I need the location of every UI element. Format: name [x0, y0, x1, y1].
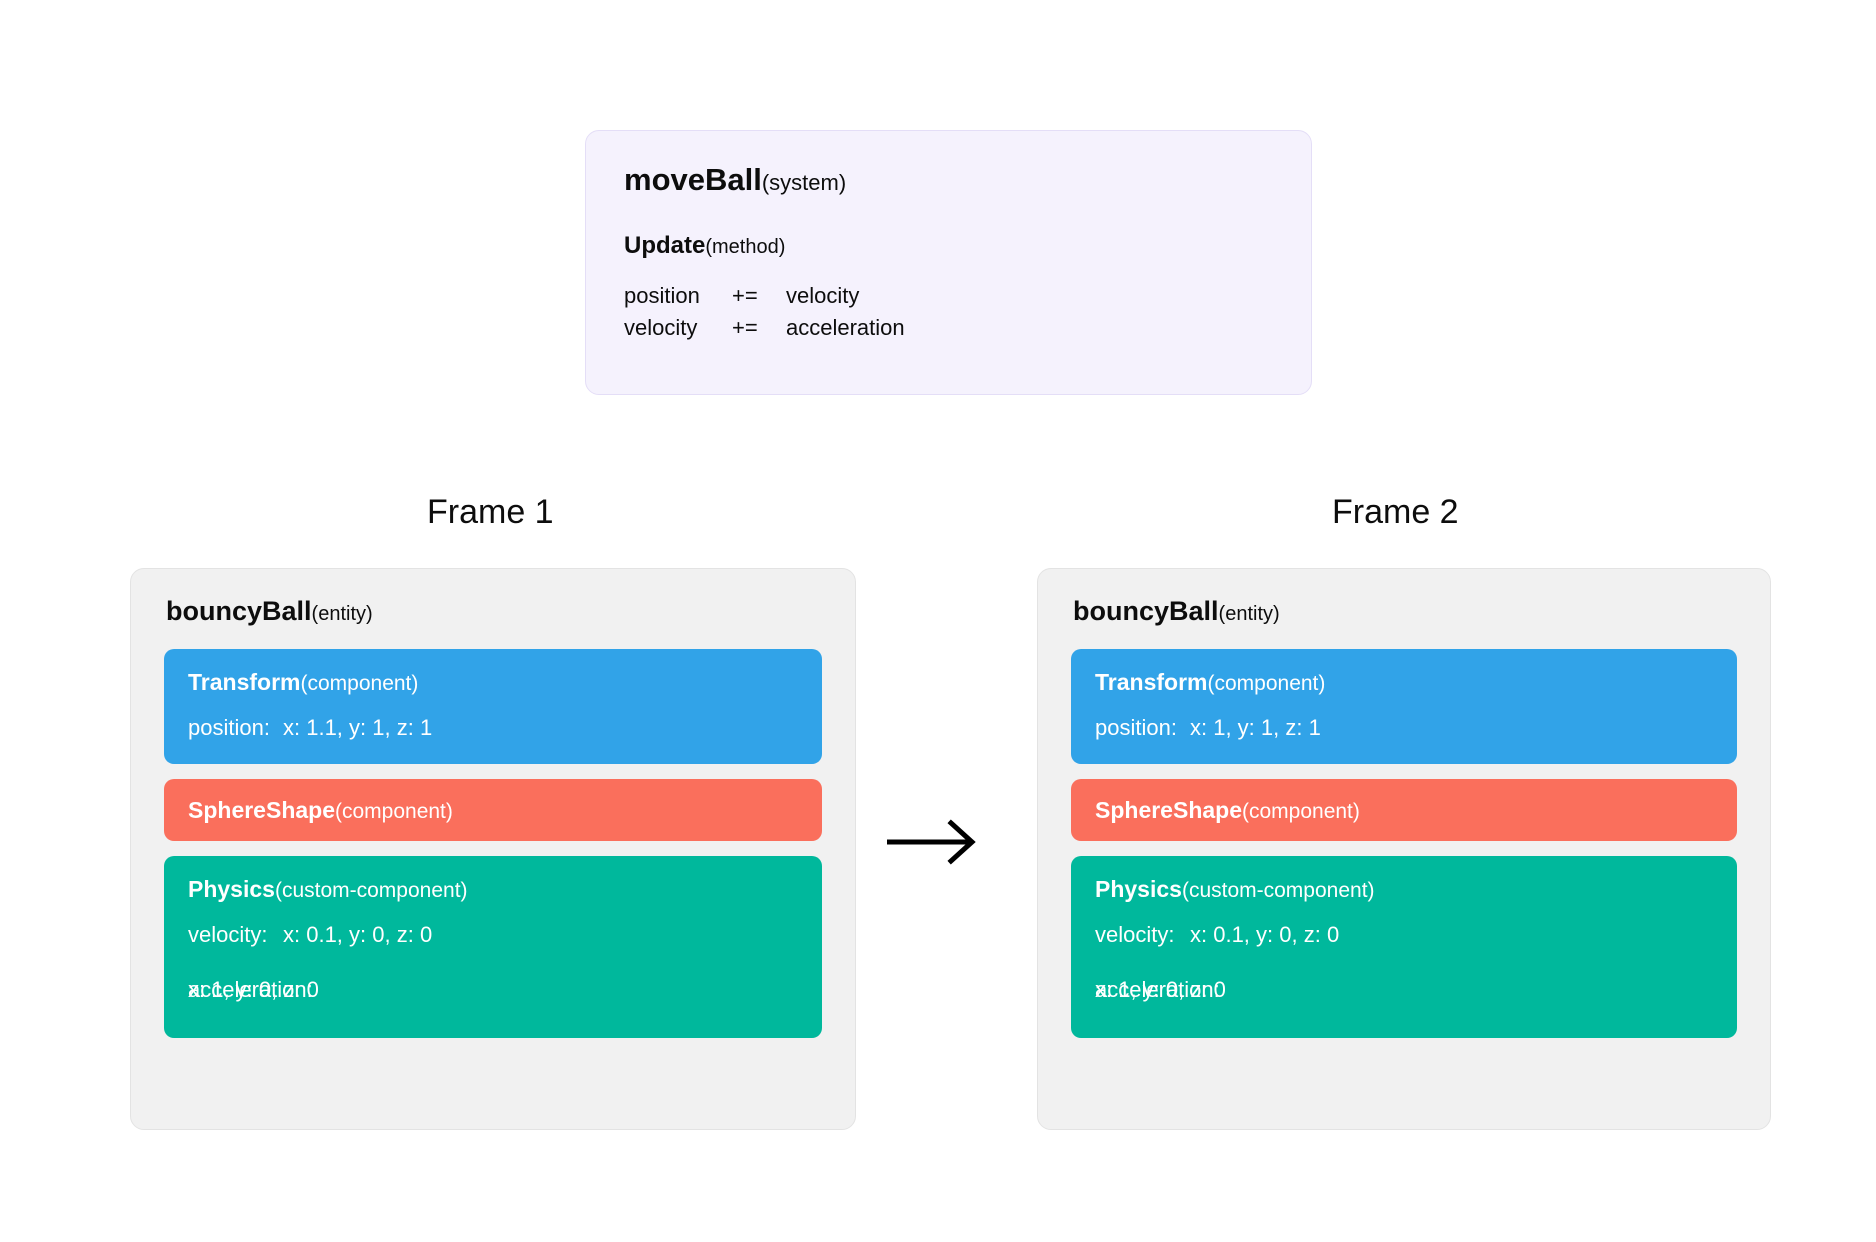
field-velocity: velocity: x: 0.1, y: 0, z: 0: [1095, 921, 1715, 977]
field-label: position:: [1095, 714, 1177, 740]
entity-kind: (entity): [1218, 603, 1280, 625]
field-acceleration: acceleration: x: 1, y: 0, z: 0: [188, 977, 319, 1003]
system-statement: position += velocity: [624, 280, 1273, 312]
entity-name: bouncyBall: [166, 596, 312, 626]
component-kind: (component): [335, 799, 453, 823]
component-fields: velocity: x: 0.1, y: 0, z: 0 acceleration…: [1095, 904, 1715, 1004]
frame-label-1: Frame 1: [427, 493, 554, 531]
component-physics: Physics(custom-component) velocity: x: 0.…: [164, 856, 822, 1039]
statement-operator: +=: [732, 282, 758, 308]
field-label: position:: [188, 714, 270, 740]
component-transform: Transform(component) position: x: 1, y: 1…: [1071, 649, 1737, 765]
component-title: Physics(custom-component): [188, 876, 800, 904]
entity-kind: (entity): [311, 603, 373, 625]
system-box-moveball: moveBall(system) Update(method) position…: [585, 130, 1312, 395]
field-value: x: 1, y: 0, z: 0: [188, 977, 319, 1003]
component-fields: position: x: 1, y: 1, z: 1: [1095, 697, 1715, 742]
statement-rhs: acceleration: [786, 314, 905, 340]
statement-lhs: velocity: [624, 314, 698, 340]
entity-card-frame-1: bouncyBall(entity) Transform(component) …: [130, 568, 856, 1130]
component-name: SphereShape: [1095, 796, 1242, 823]
statement-lhs: position: [624, 282, 700, 308]
component-kind: (component): [1207, 672, 1326, 696]
field-velocity: velocity: x: 0.1, y: 0, z: 0: [188, 921, 800, 977]
statement-operator: +=: [732, 314, 758, 340]
system-statements: position += velocity velocity += acceleratio…: [624, 261, 1273, 344]
component-kind: (component): [300, 672, 419, 696]
field-value: x: 1, y: 1, z: 1: [1190, 714, 1321, 740]
field-label: velocity:: [1095, 921, 1175, 947]
component-name: Physics: [188, 876, 275, 903]
component-name: Transform: [188, 669, 301, 696]
system-method-kind: (method): [705, 236, 786, 259]
frame-label-2: Frame 2: [1332, 493, 1459, 531]
component-title: Transform(component): [1095, 669, 1715, 697]
component-title: SphereShape(component): [188, 797, 453, 825]
system-method-name: Update: [624, 232, 706, 260]
component-fields: velocity: x: 0.1, y: 0, z: 0 acceleration…: [188, 904, 800, 1004]
component-name: Transform: [1095, 669, 1208, 696]
statement-rhs: velocity: [786, 282, 860, 308]
component-kind: (custom-component): [1181, 879, 1375, 903]
system-name: moveBall: [624, 162, 762, 197]
entity-title: bouncyBall(entity): [1073, 595, 1737, 627]
component-fields: position: x: 1.1, y: 1, z: 1: [188, 697, 800, 742]
component-name: Physics: [1095, 876, 1182, 903]
component-sphereshape: SphereShape(component): [1071, 779, 1737, 842]
system-kind: (system): [761, 170, 847, 195]
component-physics: Physics(custom-component) velocity: x: 0.…: [1071, 856, 1737, 1039]
system-title: moveBall(system): [624, 161, 1273, 198]
field-value: x: 1, y: 0, z: 0: [1095, 977, 1226, 1003]
component-title: Transform(component): [188, 669, 800, 697]
entity-card-frame-2: bouncyBall(entity) Transform(component) …: [1037, 568, 1771, 1130]
component-title: Physics(custom-component): [1095, 876, 1715, 904]
system-method-title: Update(method): [624, 198, 1273, 261]
component-kind: (custom-component): [274, 879, 468, 903]
system-statement: velocity += acceleration: [624, 312, 1273, 344]
entity-name: bouncyBall: [1073, 596, 1219, 626]
entity-title: bouncyBall(entity): [166, 595, 822, 627]
field-acceleration: acceleration: x: 1, y: 0, z: 0: [1095, 977, 1226, 1003]
field-value: x: 0.1, y: 0, z: 0: [283, 921, 433, 947]
field-position: position: x: 1.1, y: 1, z: 1: [188, 714, 800, 742]
field-value: x: 1.1, y: 1, z: 1: [283, 714, 433, 740]
component-name: SphereShape: [188, 796, 335, 823]
arrow-right-icon: [885, 812, 985, 872]
field-value: x: 0.1, y: 0, z: 0: [1190, 921, 1340, 947]
component-kind: (component): [1242, 799, 1360, 823]
field-label: velocity:: [188, 921, 268, 947]
component-title: SphereShape(component): [1095, 797, 1360, 825]
field-position: position: x: 1, y: 1, z: 1: [1095, 714, 1715, 742]
component-transform: Transform(component) position: x: 1.1, y:…: [164, 649, 822, 765]
component-sphereshape: SphereShape(component): [164, 779, 822, 842]
